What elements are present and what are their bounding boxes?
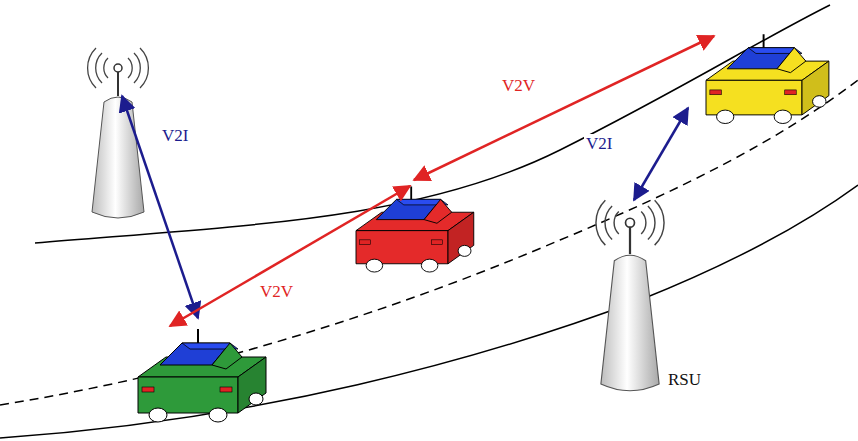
green-car (138, 329, 266, 422)
yellow-car (706, 34, 829, 123)
rsu-label: RSU (666, 370, 703, 389)
link-label: V2V (500, 76, 537, 95)
base-station-tower (88, 48, 149, 218)
rsu-tower (596, 200, 664, 390)
red-car (356, 186, 474, 272)
v2i-link (122, 96, 198, 318)
link-label: V2I (584, 134, 614, 153)
link-label: V2I (160, 126, 190, 145)
link-label: V2V (258, 282, 295, 301)
v2v-link (170, 186, 410, 326)
v2i-link (634, 108, 688, 200)
v2v-link (414, 36, 714, 180)
road-edge (0, 185, 858, 438)
